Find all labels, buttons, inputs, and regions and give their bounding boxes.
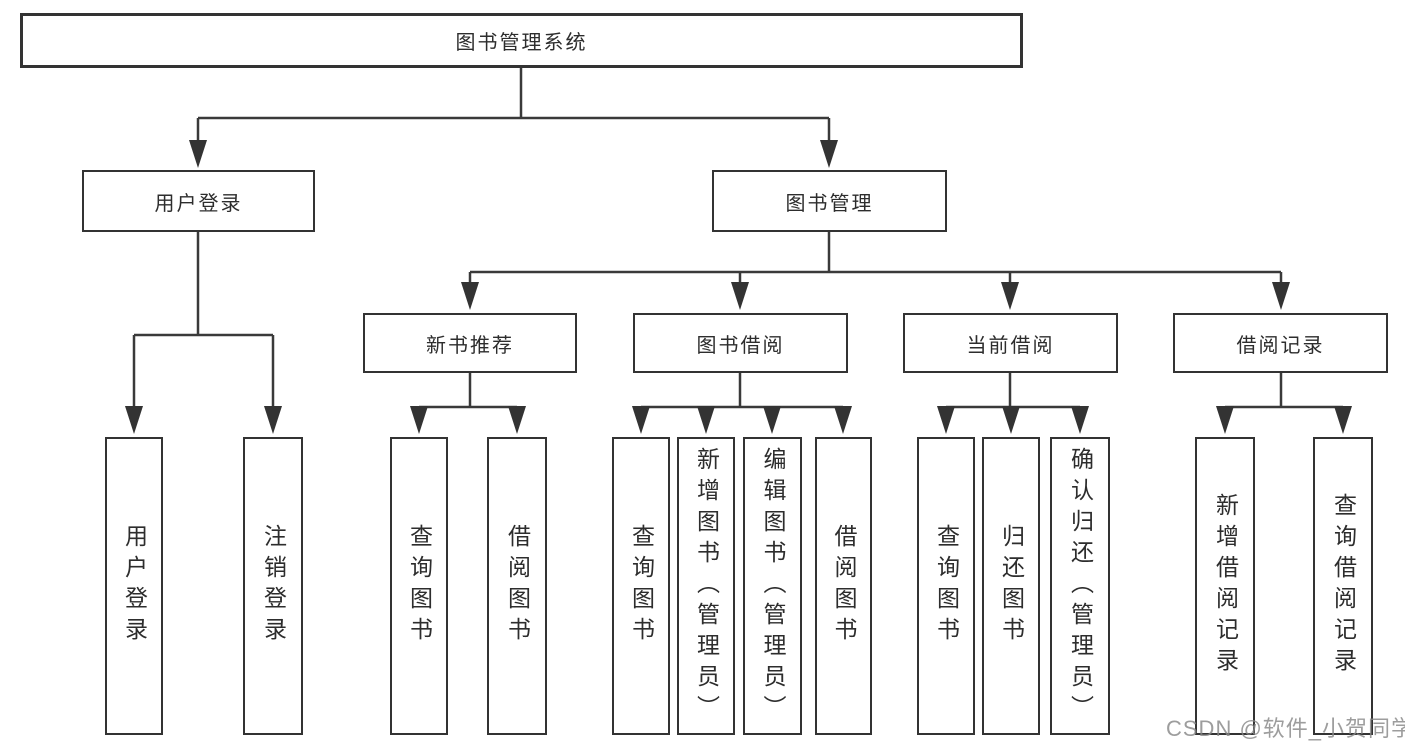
leaf-query-books-recommend-label: 查询图书 bbox=[406, 524, 433, 648]
node-root-system: 图书管理系统 bbox=[20, 13, 1023, 68]
leaf-add-borrow-record-label: 新增借阅记录 bbox=[1212, 493, 1239, 679]
connector-new-book-to-leaves bbox=[417, 373, 519, 410]
arrowheads-borrow-records-to-leaves bbox=[1216, 406, 1352, 434]
leaf-add-book-admin-label: 新增图书（管理员） bbox=[693, 446, 720, 726]
leaf-return-books: 归还图书 bbox=[982, 437, 1040, 735]
node-book-borrow: 图书借阅 bbox=[633, 313, 848, 373]
leaf-edit-book-admin-label: 编辑图书（管理员） bbox=[760, 446, 786, 726]
leaf-query-borrow-record: 查询借阅记录 bbox=[1313, 437, 1373, 735]
arrowheads-user-login-to-leaves bbox=[125, 406, 282, 434]
connector-book-borrow-to-leaves bbox=[639, 373, 845, 410]
leaf-borrow-books-recommend: 借阅图书 bbox=[487, 437, 547, 735]
leaf-return-books-label: 归还图书 bbox=[998, 524, 1025, 648]
node-current-borrow: 当前借阅 bbox=[903, 313, 1118, 373]
leaf-borrow-books: 借阅图书 bbox=[815, 437, 872, 735]
leaf-confirm-return-admin-label: 确认归还（管理员） bbox=[1067, 446, 1094, 726]
connector-root-to-level2 bbox=[196, 68, 831, 146]
connector-borrow-records-to-leaves bbox=[1223, 373, 1345, 410]
leaf-borrow-books-label: 借阅图书 bbox=[831, 524, 857, 648]
node-book-management: 图书管理 bbox=[712, 170, 947, 232]
leaf-query-books-current: 查询图书 bbox=[917, 437, 975, 735]
connector-user-login-to-leaves bbox=[132, 232, 275, 410]
leaf-add-borrow-record: 新增借阅记录 bbox=[1195, 437, 1255, 735]
leaf-confirm-return-admin: 确认归还（管理员） bbox=[1050, 437, 1110, 735]
leaf-borrow-books-recommend-label: 借阅图书 bbox=[504, 524, 531, 648]
leaf-query-books-borrow: 查询图书 bbox=[612, 437, 670, 735]
arrowheads-root-to-level2 bbox=[189, 140, 838, 168]
leaf-logout: 注销登录 bbox=[243, 437, 303, 735]
node-borrow-records: 借阅记录 bbox=[1173, 313, 1388, 373]
leaf-user-login: 用户登录 bbox=[105, 437, 163, 735]
arrowheads-new-book-to-leaves bbox=[410, 406, 526, 434]
leaf-query-borrow-record-label: 查询借阅记录 bbox=[1330, 493, 1357, 679]
leaf-user-login-label: 用户登录 bbox=[121, 524, 148, 648]
leaf-query-books-borrow-label: 查询图书 bbox=[628, 524, 655, 648]
watermark: CSDN @软件_小贺同学 bbox=[1166, 716, 1405, 741]
connector-current-borrow-to-leaves bbox=[944, 373, 1082, 410]
leaf-add-book-admin: 新增图书（管理员） bbox=[677, 437, 735, 735]
leaf-query-books-current-label: 查询图书 bbox=[933, 524, 960, 648]
leaf-edit-book-admin: 编辑图书（管理员） bbox=[743, 437, 802, 735]
node-user-login: 用户登录 bbox=[82, 170, 315, 232]
arrowheads-current-borrow-to-leaves bbox=[937, 406, 1089, 434]
arrowheads-book-mgmt-to-level3 bbox=[461, 282, 1290, 310]
connector-book-mgmt-to-level3 bbox=[468, 232, 1283, 286]
leaf-query-books-recommend: 查询图书 bbox=[390, 437, 448, 735]
node-new-book-recommend: 新书推荐 bbox=[363, 313, 577, 373]
leaf-logout-label: 注销登录 bbox=[260, 524, 287, 648]
arrowheads-book-borrow-to-leaves bbox=[632, 406, 852, 434]
